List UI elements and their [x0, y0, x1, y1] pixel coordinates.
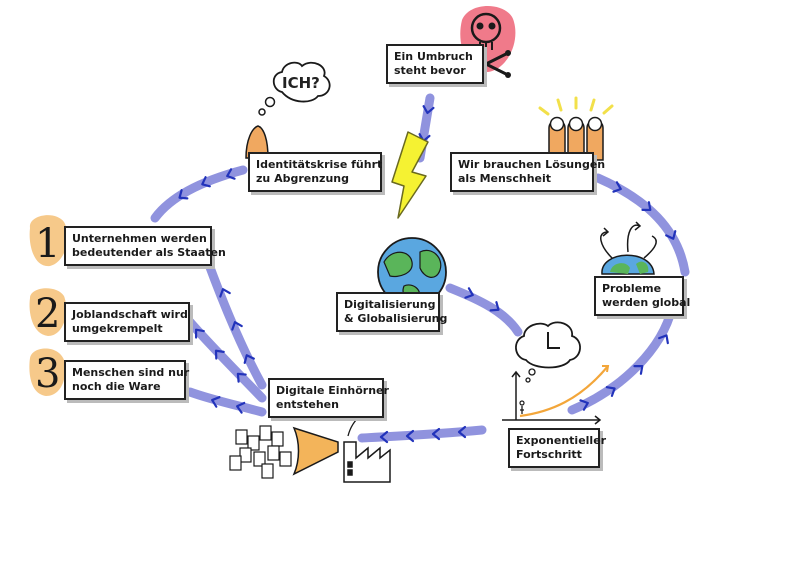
box-umbruch-line-1: Ein Umbruch — [394, 50, 473, 63]
box-umbruch: Ein Umbruch steht bevor — [386, 44, 484, 84]
number-blob-2 — [29, 288, 67, 336]
box-joblandschaft-line-1: Joblandschaft wird — [72, 308, 188, 321]
box-loesungen-line-1: Wir brauchen Lösungen — [458, 158, 606, 171]
flow-arrow-identity-to-unternehmen — [150, 165, 248, 223]
thought-text: ICH? — [282, 74, 320, 92]
box-unternehmen-line-2: bedeutender als Staaten — [72, 246, 226, 259]
clock-icon — [515, 321, 581, 383]
box-menschen: Menschen sind nur noch die Ware — [64, 360, 190, 400]
number-blob-1 — [29, 215, 68, 267]
flow-arrow-loesungen-to-probleme — [593, 173, 690, 277]
flow-arrow-digital-to-fortschritt — [445, 283, 523, 337]
box-identitaet: Identitätskrise führt zu Abgrenzung — [248, 152, 382, 192]
box-probleme-line-2: werden global — [602, 296, 691, 309]
number-3: 3 — [35, 351, 61, 397]
box-fortschritt-line-2: Fortschritt — [516, 448, 582, 461]
documents-icon — [229, 425, 292, 479]
box-identitaet-line-1: Identitätskrise führt — [256, 158, 383, 171]
box-identitaet-line-2: zu Abgrenzung — [256, 172, 349, 185]
flow-arrow-factory-to-menschen — [185, 387, 267, 417]
number-1: 1 — [35, 221, 61, 267]
box-loesungen: Wir brauchen Lösungen als Menschheit — [450, 152, 606, 192]
thinking-person-icon — [245, 61, 331, 159]
three-people-icon — [538, 96, 614, 161]
number-2: 2 — [35, 291, 61, 337]
box-fortschritt-line-1: Exponentieller — [516, 434, 607, 447]
box-umbruch-line-2: steht bevor — [394, 64, 466, 77]
box-digitalisierung-line-1: Digitalisierung — [344, 298, 436, 311]
box-einhoerner: Digitale Einhörner entstehen — [268, 378, 389, 418]
box-probleme: Probleme werden global — [594, 276, 691, 316]
flow-arrow-factory-to-unternehmen — [203, 257, 267, 390]
box-fortschritt: Exponentieller Fortschritt — [508, 428, 607, 468]
flow-arrow-probleme-to-fortschritt — [567, 303, 677, 415]
box-probleme-line-1: Probleme — [602, 282, 662, 295]
box-unternehmen-line-1: Unternehmen werden — [72, 232, 207, 245]
lightning-icon — [391, 131, 429, 219]
number-blobs — [29, 215, 68, 396]
flow-arrow-fortschritt-to-factory — [357, 425, 487, 443]
box-digitalisierung: Digitalisierung & Globalisierung — [336, 292, 448, 332]
box-einhoerner-line-2: entstehen — [276, 398, 339, 411]
box-joblandschaft: Joblandschaft wird umgekrempelt — [64, 302, 190, 342]
box-digitalisierung-line-2: & Globalisierung — [344, 312, 448, 325]
box-einhoerner-line-1: Digitale Einhörner — [276, 384, 389, 397]
exponential-graph-icon — [502, 365, 610, 425]
flow-arrows — [150, 93, 690, 443]
earth-small-icon — [600, 221, 657, 275]
box-unternehmen: Unternehmen werden bedeutender als Staat… — [64, 226, 226, 266]
horn-icon — [292, 426, 339, 476]
box-menschen-line-2: noch die Ware — [72, 380, 161, 393]
box-loesungen-line-2: als Menschheit — [458, 172, 552, 185]
number-blob-3 — [29, 348, 66, 396]
box-menschen-line-1: Menschen sind nur — [72, 366, 190, 379]
box-joblandschaft-line-2: umgekrempelt — [72, 322, 163, 335]
